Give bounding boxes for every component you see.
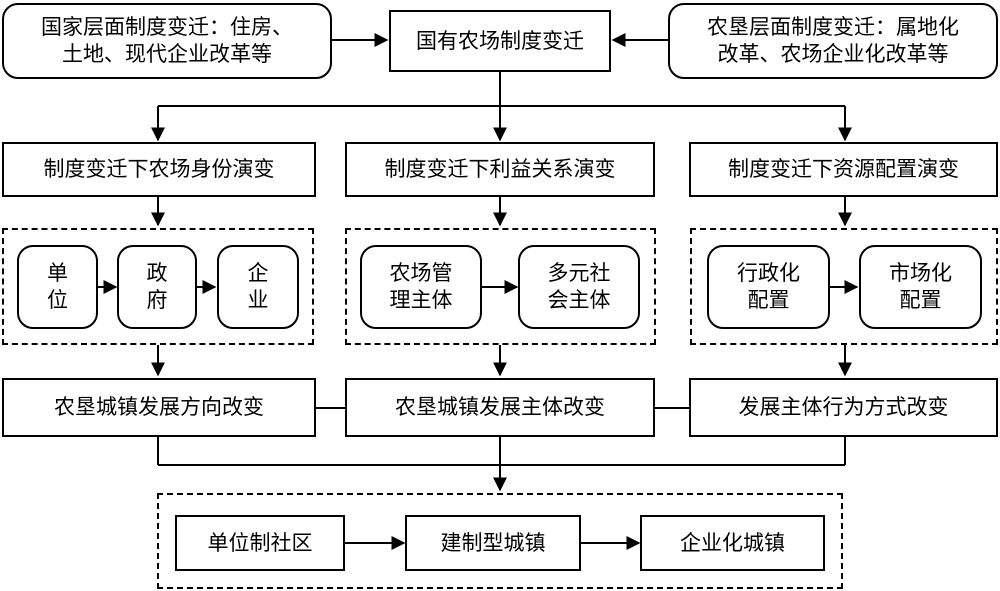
identity-step-unit: 单 位 <box>17 245 98 329</box>
identity-steps-group <box>2 228 314 345</box>
resource-steps-group <box>690 228 998 345</box>
town-evolution-group <box>157 493 843 589</box>
resource-step-market: 市场化 配置 <box>859 245 982 329</box>
identity-step-government: 政 府 <box>117 245 197 329</box>
town-step-enterprise-town: 企业化城镇 <box>640 515 825 571</box>
resource-step-administrative: 行政化 配置 <box>707 245 830 329</box>
identity-evolution-box: 制度变迁下农场身份演变 <box>2 142 316 197</box>
development-subject-change-box: 农垦城镇发展主体改变 <box>345 378 655 437</box>
development-direction-change-box: 农垦城镇发展方向改变 <box>2 378 316 437</box>
reclamation-institutional-change-box: 农垦层面制度变迁：属地化 改革、农场企业化改革等 <box>668 3 998 79</box>
town-step-established-town: 建制型城镇 <box>405 515 581 571</box>
interest-step-diverse-social: 多元社 会主体 <box>518 245 640 329</box>
state-farm-institutional-change-box: 国有农场制度变迁 <box>389 10 611 72</box>
interest-step-farm-management: 农场管 理主体 <box>360 245 482 329</box>
resource-allocation-evolution-box: 制度变迁下资源配置演变 <box>689 142 998 197</box>
interest-steps-group <box>345 228 656 345</box>
national-institutional-change-box: 国家层面制度变迁：住房、 土地、现代企业改革等 <box>2 3 332 79</box>
behavior-mode-change-box: 发展主体行为方式改变 <box>689 378 998 437</box>
town-step-unit-community: 单位制社区 <box>175 515 345 571</box>
identity-step-enterprise: 企 业 <box>217 245 299 329</box>
interest-relations-evolution-box: 制度变迁下利益关系演变 <box>345 142 655 197</box>
